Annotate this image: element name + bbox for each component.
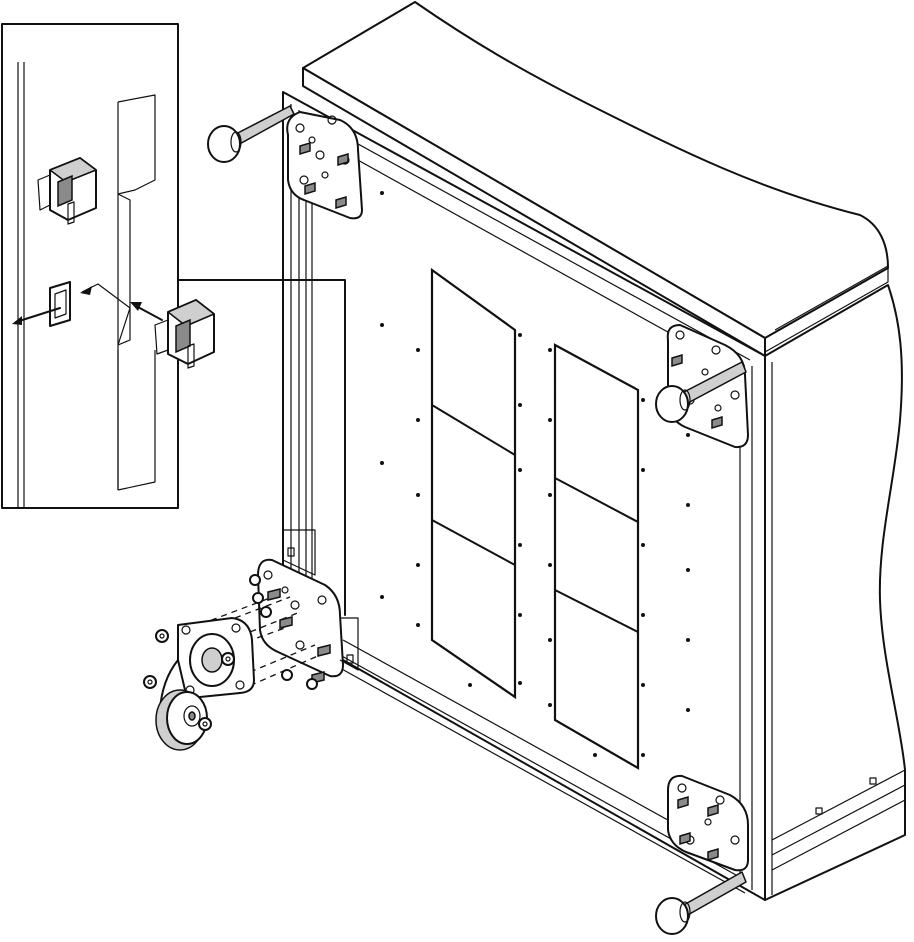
detail-leader (177, 279, 346, 616)
left-vent-panel (430, 267, 517, 700)
cabinet-body (282, 1, 906, 901)
bottom-right-mounting-plate (667, 774, 749, 872)
caster-bolts (249, 574, 318, 690)
detail-frame (1, 23, 179, 509)
remove-arrow (15, 307, 61, 323)
caster-nuts (143, 629, 235, 731)
cabinet-top-slab (302, 1, 889, 339)
bottom-left-caster-plate (257, 529, 359, 684)
cage-nut-detail (1, 23, 346, 616)
leveling-foot-top-right (655, 361, 747, 423)
top-left-mounting-plate (286, 111, 363, 220)
cabinet-side-face (764, 284, 906, 901)
leveling-foot-top-left (207, 105, 295, 163)
side-slot (869, 777, 877, 785)
side-slot (815, 807, 823, 815)
insert-arrow (135, 305, 163, 321)
mounted-cage-nut (37, 157, 97, 225)
panel-rivets (380, 191, 690, 757)
swivel-caster (155, 617, 255, 751)
right-vent-panel (553, 343, 640, 770)
leveling-foot-bottom-right (655, 871, 747, 935)
loose-cage-nut (154, 299, 215, 369)
square-mounting-hole (49, 281, 71, 327)
